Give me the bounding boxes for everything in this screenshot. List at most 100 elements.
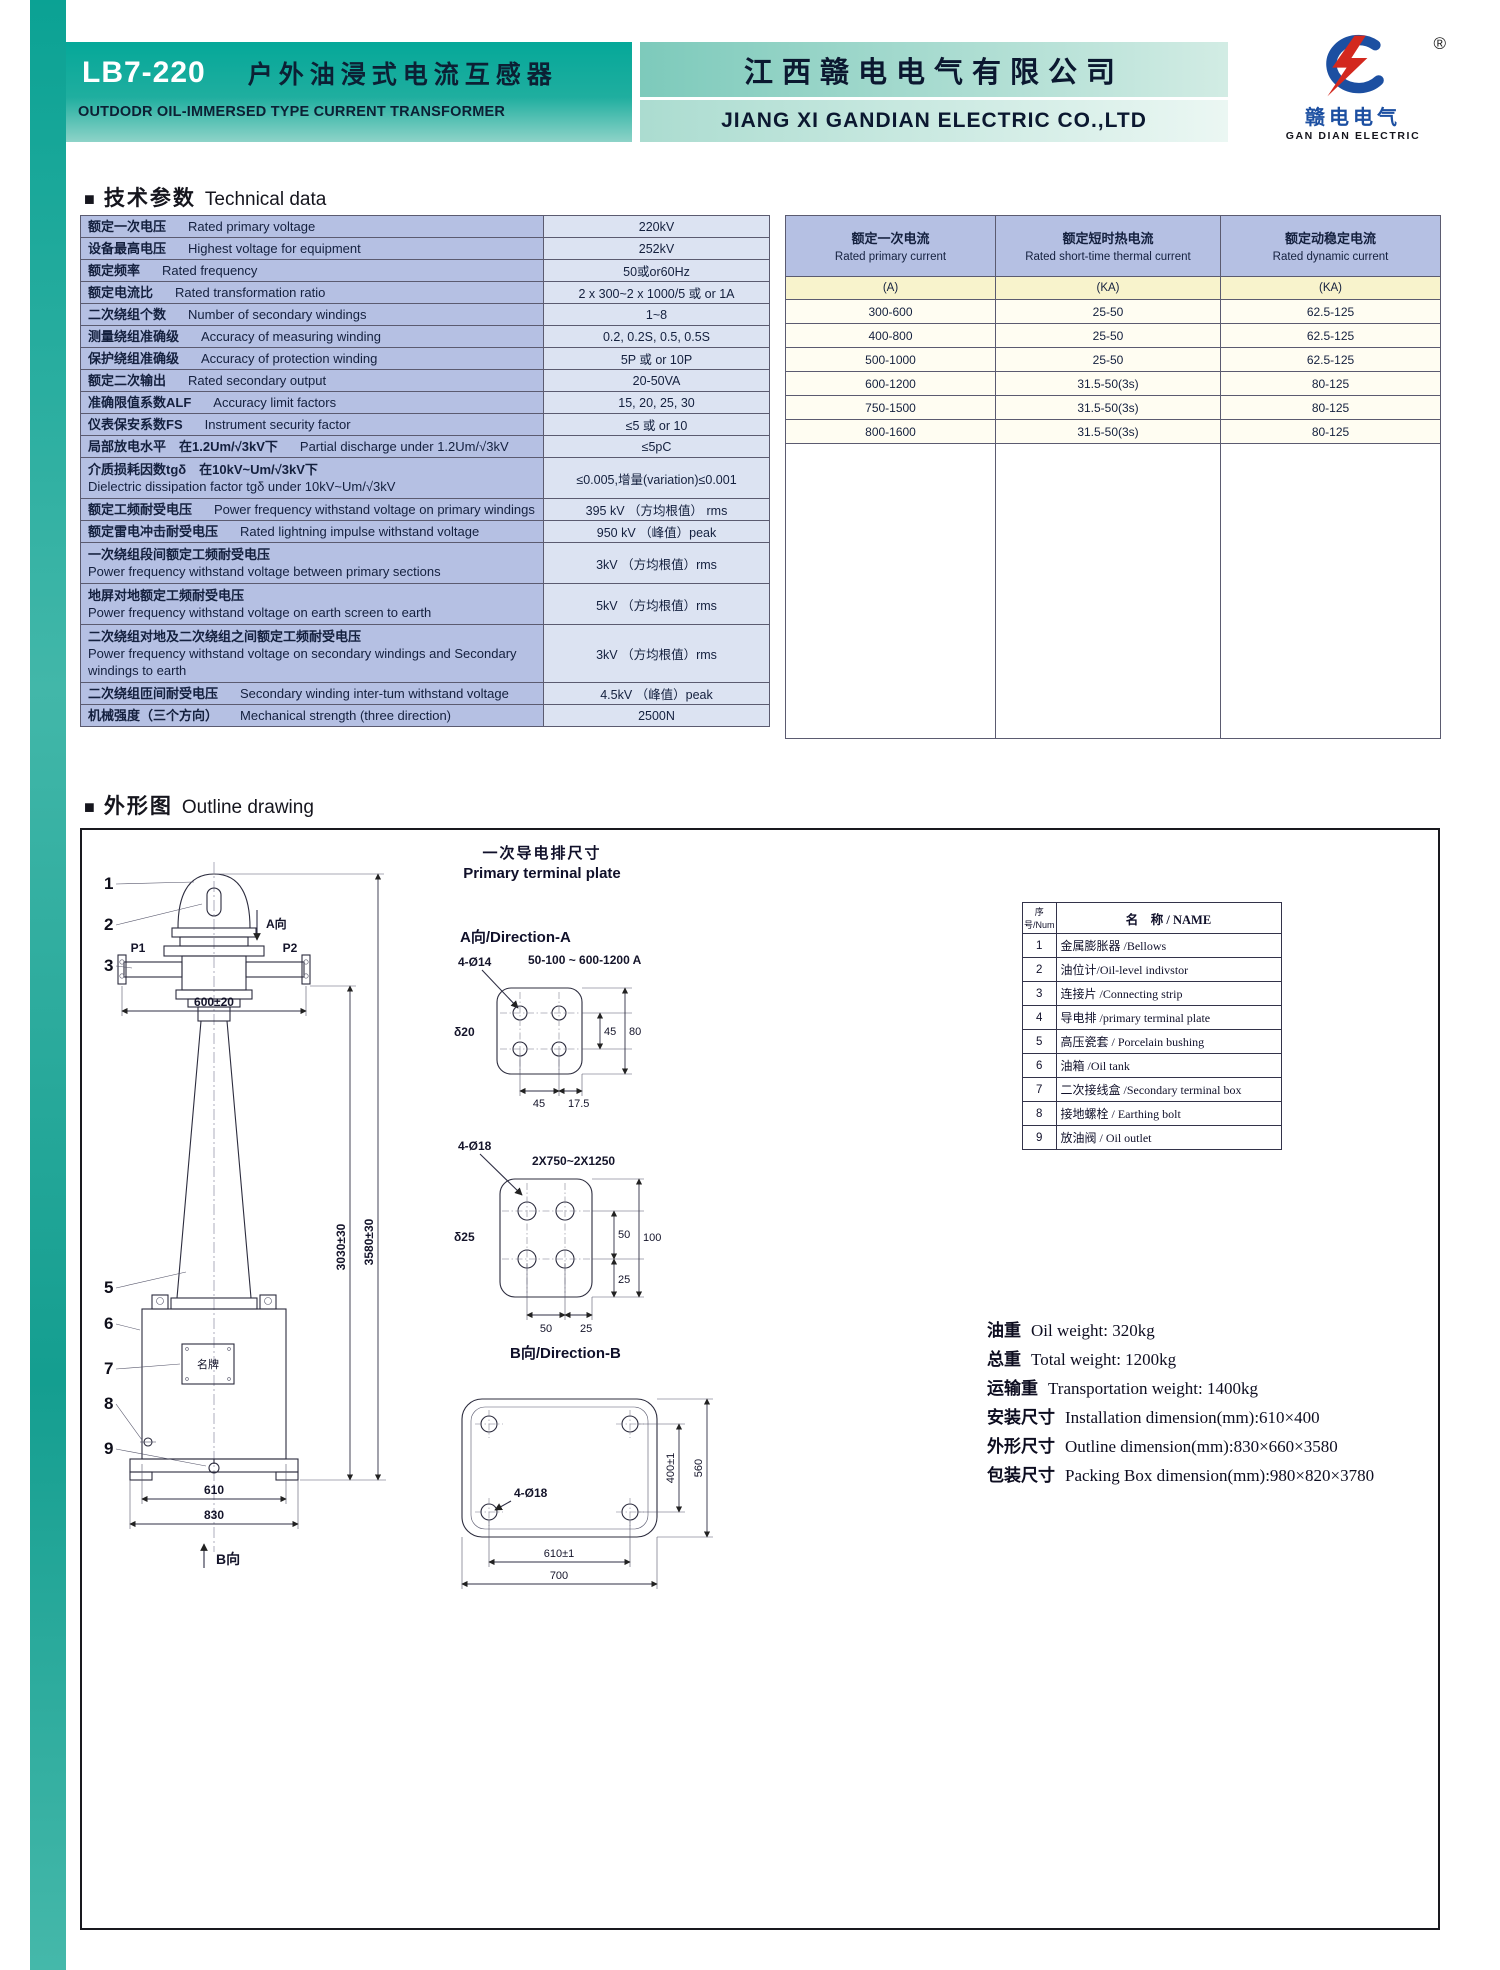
cell: 80-125 — [1220, 395, 1441, 420]
tech-section-heading: ■ 技术参数 Technical data — [84, 182, 326, 212]
spec-cn: 外形尺寸 — [987, 1437, 1055, 1456]
parts-header-num: 序号/Num — [1022, 902, 1057, 934]
callout-7: 7 — [104, 1359, 113, 1378]
param-value: 3kV （方均根值）rms — [543, 542, 770, 584]
product-title-en: OUTDODR OIL-IMMERSED TYPE CURRENT TRANSF… — [78, 104, 506, 120]
plate-b-dim-25h: 25 — [580, 1323, 592, 1335]
primary-plate-title: 一次导电排尺寸 Primary terminal plate — [382, 844, 702, 884]
param-en: Power frequency withstand voltage on pri… — [214, 502, 535, 517]
param-value: 395 kV （方均根值） rms — [543, 498, 770, 521]
cell: 750-1500 — [785, 395, 996, 420]
cell: 62.5-125 — [1220, 347, 1441, 372]
plate-c-dim-610: 610±1 — [544, 1548, 575, 1560]
company-name-en-bar: JIANG XI GANDIAN ELECTRIC CO.,LTD — [640, 100, 1228, 142]
plate-b-range-label: 2X750~2X1250 — [532, 1154, 615, 1168]
cell: 62.5-125 — [1220, 299, 1441, 324]
terminal-plate-a-drawing: 4-Ø14 50-100 ~ 600-1200 A δ20 45 80 45 — [454, 953, 642, 1110]
spec-en: Oil weight: 320kg — [1031, 1321, 1155, 1340]
cell: 25-50 — [995, 299, 1221, 324]
tech-heading-cn: 技术参数 — [103, 187, 196, 210]
part-name: 二次接线盒 /Secondary terminal box — [1055, 1077, 1282, 1102]
registered-trademark-icon: ® — [1433, 34, 1446, 53]
param-value: ≤5 或 or 10 — [543, 413, 770, 436]
cell: 25-50 — [995, 347, 1221, 372]
direction-a-label: A向/Direction-A — [460, 929, 571, 946]
param-cn: 额定二次输出 — [88, 373, 167, 388]
table-row: 局部放电水平 在1.2Um/√3kV下 Partial discharge und… — [80, 435, 770, 458]
param-cn: 二次绕组个数 — [88, 307, 167, 322]
nameplate-label: 名牌 — [197, 1357, 219, 1371]
param-cn: 准确限值系数ALF — [88, 395, 192, 410]
param-en: Number of secondary windings — [188, 307, 367, 322]
param-en: Instrument security factor — [204, 417, 351, 432]
param-en: Power frequency withstand voltage betwee… — [88, 564, 441, 579]
tech-heading-en: Technical data — [204, 189, 327, 210]
cell: 800-1600 — [785, 419, 996, 444]
plate-b-thickness-label: δ25 — [454, 1230, 475, 1244]
param-en: Accuracy of protection winding — [201, 351, 378, 366]
part-num: 8 — [1022, 1101, 1057, 1126]
plate-a-dim-175: 17.5 — [568, 1098, 589, 1110]
part-num: 2 — [1022, 957, 1057, 982]
cell: 400-800 — [785, 323, 996, 348]
cell: 31.5-50(3s) — [995, 395, 1221, 420]
parts-header-row: 序号/Num 名 称 / NAME — [1022, 902, 1282, 934]
cell: 80-125 — [1220, 419, 1441, 444]
part-num: 9 — [1022, 1125, 1057, 1150]
plate-a-dim-80: 80 — [629, 1026, 641, 1038]
part-name: 放油阀 / Oil outlet — [1055, 1125, 1282, 1150]
cell: 80-125 — [1220, 371, 1441, 396]
col-header-en: Rated dynamic current — [1272, 251, 1389, 263]
param-value: 5kV （方均根值）rms — [543, 583, 770, 625]
left-accent-bar — [30, 0, 66, 1970]
param-en: Partial discharge under 1.2Um/√3kV — [299, 439, 509, 454]
plate-a-holes-label: 4-Ø14 — [458, 955, 492, 969]
plate-b-dim-50v: 50 — [618, 1229, 630, 1241]
callout-5: 5 — [104, 1278, 113, 1297]
terminal-plate-b-drawing: 4-Ø18 2X750~2X1250 δ25 50 25 100 — [454, 1139, 661, 1335]
plate-b-dim-25v: 25 — [618, 1274, 630, 1286]
logo-text-cn: 赣电电气 — [1305, 107, 1401, 129]
param-cn: 机械强度（三个方向） — [88, 708, 219, 723]
param-en: Dielectric dissipation factor tgδ under … — [88, 479, 396, 494]
param-cn: 设备最高电压 — [88, 241, 167, 256]
part-name: 连接片 /Connecting strip — [1055, 981, 1282, 1006]
param-en: Rated transformation ratio — [175, 285, 326, 300]
part-name: 接地螺栓 / Earthing bolt — [1055, 1101, 1282, 1126]
part-num: 7 — [1022, 1077, 1057, 1102]
plate-c-dim-400: 400±1 — [665, 1453, 677, 1484]
param-cn: 局部放电水平 在1.2Um/√3kV下 — [88, 439, 278, 454]
unit-cell: (A) — [785, 276, 996, 300]
param-en: Secondary winding inter-tum withstand vo… — [240, 686, 509, 701]
param-cn: 保护绕组准确级 — [88, 351, 180, 366]
param-en: Mechanical strength (three direction) — [240, 708, 452, 723]
spec-en: Transportation weight: 1400kg — [1048, 1379, 1258, 1398]
spec-en: Total weight: 1200kg — [1031, 1350, 1177, 1369]
primary-plate-title-cn: 一次导电排尺寸 — [482, 845, 602, 862]
plate-a-dim-45v: 45 — [604, 1026, 616, 1038]
part-name: 金属膨胀器 /Bellows — [1055, 933, 1282, 958]
empty-filler-row — [785, 443, 1441, 739]
param-cn: 仪表保安系数FS — [88, 417, 183, 432]
